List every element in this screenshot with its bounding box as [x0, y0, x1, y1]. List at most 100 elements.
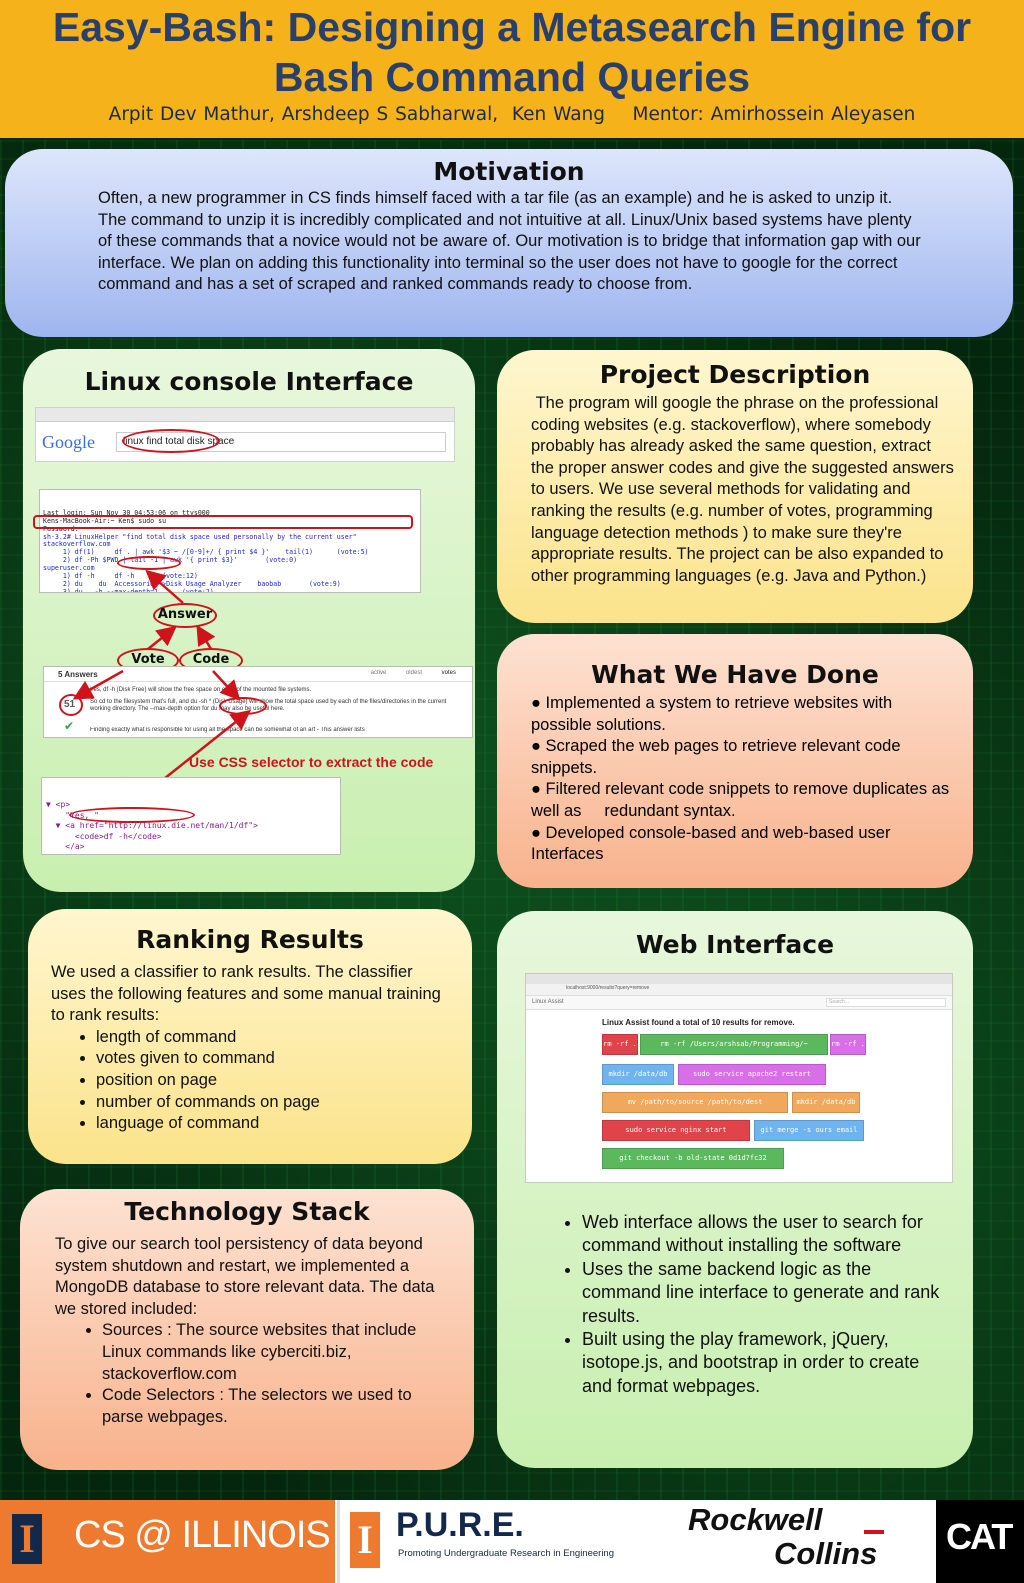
web-interface-screenshot: localhost:9000/results?query=remove Linu… [525, 973, 953, 1183]
search-input[interactable]: Search... [826, 998, 946, 1007]
console-title: Linux console Interface [84, 367, 414, 396]
ranking-body: We used a classifier to rank results. Th… [28, 954, 472, 1135]
arrow-code [212, 670, 241, 701]
results-heading: Linux Assist found a total of 10 results… [602, 1018, 795, 1027]
divider [44, 681, 472, 682]
poster-title: Easy-Bash: Designing a Metasearch Engine… [0, 0, 1024, 102]
arrow-code-answer [196, 624, 216, 650]
list-item: Sources : The source websites that inclu… [102, 1320, 454, 1385]
title-line-2: Bash Command Queries [273, 54, 751, 100]
tech-list: Sources : The source websites that inclu… [55, 1320, 454, 1428]
html-line: " (Disk Free) will show the free space o… [46, 853, 336, 855]
terminal-answer-highlight [117, 556, 181, 570]
browser-chrome [36, 408, 454, 422]
cs-illinois-text: CS @ ILLINOIS [74, 1514, 331, 1556]
pure-text: P.U.R.E. [396, 1506, 524, 1544]
result-chip[interactable]: sudo service nginx start [602, 1120, 750, 1141]
web-interface-panel: Web Interface localhost:9000/results?que… [497, 911, 973, 1468]
app-name: Linux Assist [532, 999, 564, 1005]
tab-active[interactable]: active [370, 670, 387, 676]
list-item: Built using the play framework, jQuery, … [582, 1328, 953, 1398]
what-we-have-done-panel: What We Have Done ● Implemented a system… [497, 634, 973, 888]
answer-text-2: So cd to the filesystem that's full, and… [90, 699, 447, 712]
list-item: ● Scraped the web pages to retrieve rele… [531, 737, 906, 777]
result-chip[interactable]: sudo service apache2 restart [678, 1064, 826, 1085]
terminal-query-highlight [33, 515, 413, 529]
project-description-title: Project Description [599, 360, 871, 389]
answers-count: 5 Answers [58, 670, 98, 679]
terminal-line: Last login: Sun Nov 30 04:53:06 on ttys0… [43, 508, 210, 517]
arrow-vote-answer [147, 625, 177, 650]
google-logo: Google [42, 432, 95, 452]
terminal-line: sh-3.2# LinuxHelper "find total disk spa… [43, 532, 357, 541]
pure-tagline: Promoting Undergraduate Research in Engi… [398, 1548, 614, 1559]
web-interface-title: Web Interface [635, 930, 835, 959]
terminal-line: 1) df -h df -h (vote:12) [43, 572, 198, 581]
ranking-feature-list: length of command votes given to command… [51, 1027, 452, 1135]
result-chip[interactable]: rm -rf . [602, 1034, 638, 1055]
ranking-results-panel: Ranking Results We used a classifier to … [28, 909, 472, 1164]
browser-address-bar: localhost:9000/results?query=remove [526, 984, 952, 996]
ranking-results-title: Ranking Results [136, 925, 364, 954]
list-item: number of commands on page [96, 1092, 452, 1114]
ranking-intro: We used a classifier to rank results. Th… [51, 963, 441, 1025]
css-selector-note: Use CSS selector to extract the code [189, 754, 434, 770]
pure-logo: I P.U.R.E. Promoting Undergraduate Resea… [337, 1500, 662, 1583]
tab-oldest[interactable]: oldest [405, 670, 422, 676]
list-item: ● Implemented a system to retrieve websi… [531, 694, 897, 734]
motivation-text: Often, a new programmer in CS finds hims… [98, 189, 921, 294]
html-line: ▼ <a href="http://linux.die.net/man/1/df… [46, 821, 258, 830]
motivation-panel: Motivation Often, a new programmer in CS… [5, 149, 1013, 337]
done-list: ● Implemented a system to retrieve websi… [497, 689, 973, 866]
result-chip[interactable]: git merge -s ours email [754, 1120, 864, 1141]
list-item: Code Selectors : The selectors we used t… [102, 1385, 454, 1428]
title-line-1: Easy-Bash: Designing a Metasearch Engine… [52, 4, 972, 50]
browser-url: localhost:9000/results?query=remove [566, 985, 650, 991]
google-query-highlight [122, 429, 220, 453]
list-item: ● Filtered relevant code snippets to rem… [531, 780, 954, 820]
list-item: ● Developed console-based and web-based … [531, 823, 896, 864]
web-feature-list: Web interface allows the user to search … [497, 1211, 973, 1398]
list-item: length of command [96, 1027, 452, 1049]
technology-stack-title: Technology Stack [124, 1197, 370, 1226]
terminal-line: 3) du . -h --max-depth=1 (vote:2) [43, 587, 214, 593]
tech-intro: To give our search tool persistency of d… [55, 1235, 435, 1318]
what-we-have-done-title: What We Have Done [591, 660, 879, 689]
poster-header: Easy-Bash: Designing a Metasearch Engine… [0, 0, 1024, 138]
answer-label: Answer [153, 603, 217, 628]
arrow-answer [145, 569, 184, 604]
result-chip[interactable]: rm -rf /Users/arshsab/Programming/~ [640, 1034, 828, 1055]
browser-tab-bar [526, 974, 952, 984]
technology-stack-panel: Technology Stack To give our search tool… [20, 1189, 474, 1470]
project-description-panel: Project Description The program will goo… [497, 350, 973, 623]
list-item: votes given to command [96, 1048, 452, 1070]
result-chip[interactable]: mkdir /data/db [792, 1092, 860, 1113]
illinois-i-icon: I [12, 1514, 42, 1564]
html-line: </a> [46, 842, 85, 851]
terminal-line: 1) df(1) df . | awk '$3 ~ /[0-9]+/ { pri… [43, 548, 369, 557]
code-tag-highlight [69, 807, 195, 823]
terminal-line: Kens-MacBook-Air:~ Ken$ sudo su [43, 516, 167, 525]
terminal-screenshot: Last login: Sun Nov 30 04:53:06 on ttys0… [39, 489, 421, 593]
terminal-line: superuser.com [43, 564, 95, 573]
result-chip[interactable]: mkdir /data/db [602, 1064, 674, 1085]
html-line: <code>df -h</code> [46, 831, 162, 841]
list-item: language of command [96, 1113, 452, 1135]
vote-highlight [59, 694, 83, 716]
result-chip[interactable]: mv /path/to/source /path/to/dest [602, 1092, 788, 1113]
tab-votes[interactable]: votes [441, 670, 456, 676]
result-chip[interactable]: rm -rf . [830, 1034, 866, 1055]
list-item: Web interface allows the user to search … [582, 1211, 953, 1258]
result-chip[interactable]: git checkout -b old-state 0d1d7fc32 [602, 1148, 784, 1169]
sponsor-footer: I CS @ ILLINOIS I P.U.R.E. Promoting Und… [0, 1500, 1024, 1583]
app-navbar: Linux Assist Search... [526, 996, 952, 1010]
tech-body: To give our search tool persistency of d… [20, 1226, 474, 1428]
rockwell-collins-logo: Rockwell Collins [664, 1500, 934, 1583]
project-description-text: The program will google the phrase on th… [531, 394, 959, 585]
terminal-line: stackoverflow.com [43, 540, 111, 549]
console-panel: Linux console Interface Google linux fin… [23, 349, 475, 892]
cat-text: CAT [946, 1516, 1013, 1557]
illinois-i-icon: I [350, 1512, 380, 1568]
motivation-title: Motivation [433, 157, 585, 186]
cs-illinois-logo: I CS @ ILLINOIS [0, 1500, 335, 1583]
